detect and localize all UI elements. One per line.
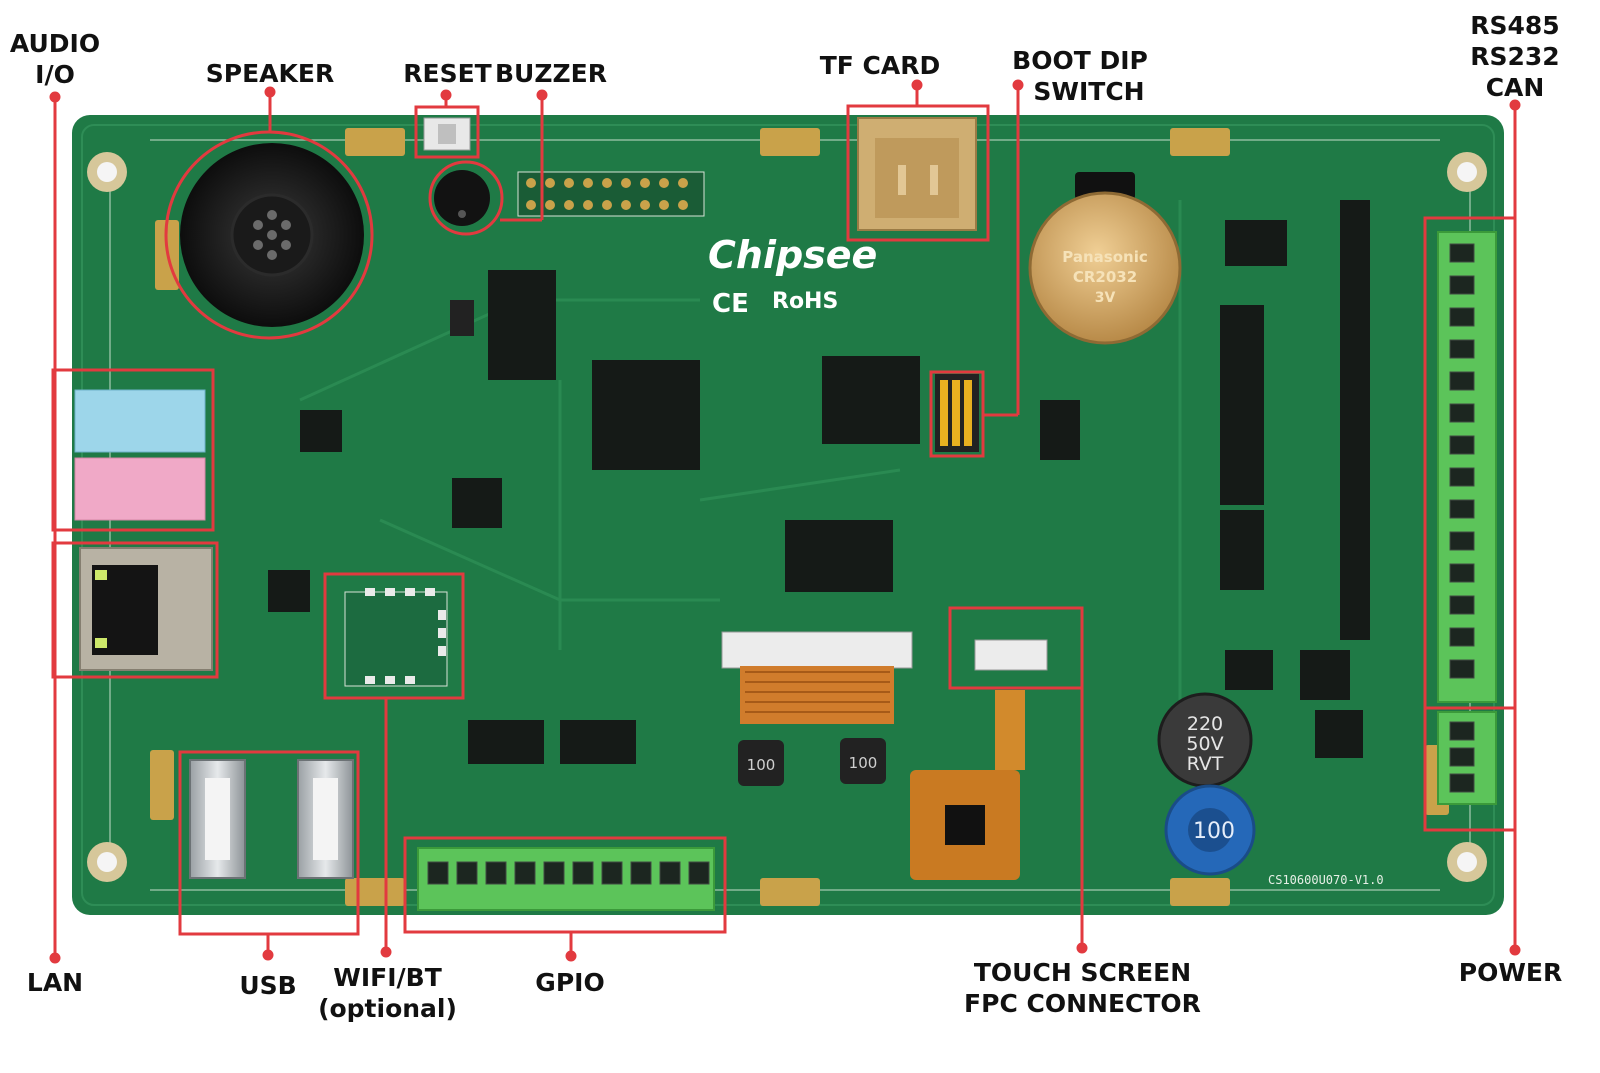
label-touch-line1: TOUCH SCREEN (973, 958, 1192, 987)
label-audio-io-line1: AUDIO (9, 29, 101, 58)
battery-model-text: CR2032 (1073, 268, 1137, 286)
buzzer-component (434, 170, 490, 226)
cap-value-text: 220 (1187, 713, 1223, 735)
power-terminal-block (1437, 711, 1497, 805)
inductor-label-2: 100 (849, 754, 878, 772)
label-reset: RESET (403, 59, 492, 88)
label-audio-io: AUDIO I/O (5, 28, 105, 90)
board-model-text: CS10600U070-V1.0 (1268, 873, 1384, 887)
label-boot-dip-line2: SWITCH (1033, 77, 1145, 106)
label-lan: LAN (26, 968, 84, 997)
callout-lines (49, 79, 1521, 964)
label-usb: USB (239, 971, 297, 1000)
label-buzzer: BUZZER (495, 59, 607, 88)
reset-button-cap (438, 124, 456, 144)
label-tf-card: TF CARD (819, 51, 941, 80)
rohs-mark-text: RoHS (772, 289, 838, 314)
cap-voltage-text: 50V (1186, 733, 1223, 755)
label-wifi-bt-line2: (optional) (318, 994, 457, 1023)
label-serial-rs485: RS485 (1470, 11, 1560, 40)
label-touch-fpc: TOUCH SCREEN FPC CONNECTOR (960, 957, 1205, 1019)
label-serial-rs232: RS232 (1470, 42, 1560, 71)
coin-battery: Panasonic CR2032 3V (1028, 172, 1182, 345)
inductors: 100 100 (738, 738, 886, 786)
pin-header-p3 (517, 171, 705, 217)
dip-switch (935, 374, 979, 452)
ic-chips (268, 200, 1370, 764)
label-wifi-bt: WIFI/BT (optional) (305, 962, 470, 1024)
label-serial: RS485 RS232 CAN (1460, 10, 1570, 103)
power-inductor: 100 (1164, 784, 1256, 876)
lan-jack (79, 547, 213, 671)
electrolytic-capacitor: 220 50V RVT (1157, 692, 1253, 788)
label-power: POWER (1458, 958, 1563, 987)
label-wifi-bt-line1: WIFI/BT (333, 963, 442, 992)
inductor-label-1: 100 (747, 756, 776, 774)
label-speaker: SPEAKER (205, 59, 335, 88)
lcd-fpc-connector (721, 631, 913, 724)
battery-brand-text: Panasonic (1062, 248, 1147, 266)
power-inductor-label: 100 (1193, 819, 1235, 844)
ce-mark-text: CE (712, 289, 749, 319)
usb-ports (189, 759, 354, 879)
speaker-component (180, 143, 364, 327)
gpio-terminal-block (417, 847, 715, 911)
label-boot-dip-line1: BOOT DIP (1012, 46, 1148, 75)
wifi-module (344, 588, 448, 687)
cap-series-text: RVT (1187, 753, 1224, 775)
label-gpio: GPIO (535, 968, 605, 997)
label-audio-io-line2: I/O (35, 60, 75, 89)
buzzer-hole (458, 210, 466, 218)
label-touch-line2: FPC CONNECTOR (964, 989, 1201, 1018)
tf-card-slot (857, 117, 977, 231)
mounting-holes (87, 152, 1487, 882)
touch-fpc (910, 639, 1048, 880)
battery-voltage-text: 3V (1095, 290, 1116, 306)
serial-terminal-block (1437, 231, 1497, 703)
audio-jacks (74, 389, 206, 521)
label-serial-can: CAN (1485, 73, 1545, 102)
label-boot-dip-switch: BOOT DIP SWITCH (1005, 45, 1155, 107)
boot-switch-small (450, 300, 474, 336)
